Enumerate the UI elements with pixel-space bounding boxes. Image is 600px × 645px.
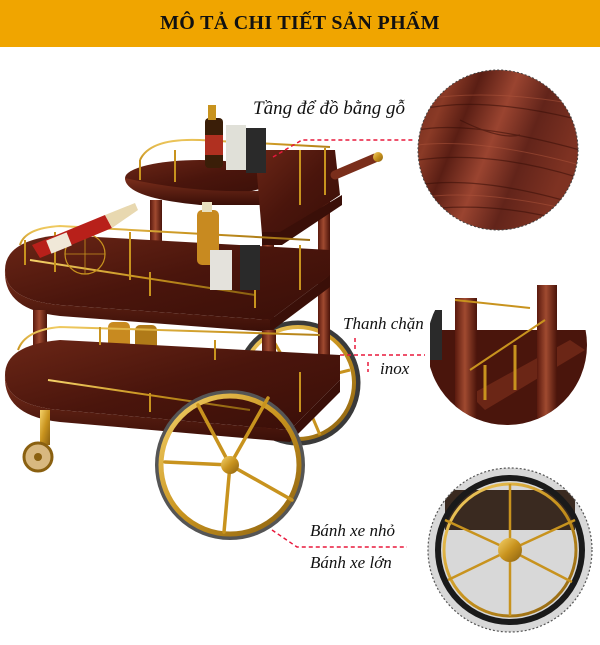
label-rail-line2: inox (380, 359, 410, 378)
connector-wood (272, 139, 414, 158)
label-wood-shelf: Tầng để đồ bằng gỗ (253, 98, 405, 119)
front-wheel (155, 390, 305, 540)
cart-image (4, 105, 383, 540)
wheel-detail (428, 468, 592, 632)
connector-lines (271, 139, 425, 548)
connector-wheel (271, 529, 407, 548)
rail-detail (427, 265, 587, 425)
wood-texture-detail (418, 70, 578, 230)
page-title: MÔ TẢ CHI TIẾT SẢN PHẨM (160, 12, 440, 34)
label-wheel-large: Bánh xe lớn (310, 553, 392, 572)
label-wheel-small: Bánh xe nhỏ (310, 521, 395, 540)
product-illustration (4, 69, 593, 633)
wine-bottle (32, 203, 138, 275)
label-rail-line1: Thanh chặn (343, 314, 424, 333)
header-banner: MÔ TẢ CHI TIẾT SẢN PHẨM (0, 0, 600, 47)
